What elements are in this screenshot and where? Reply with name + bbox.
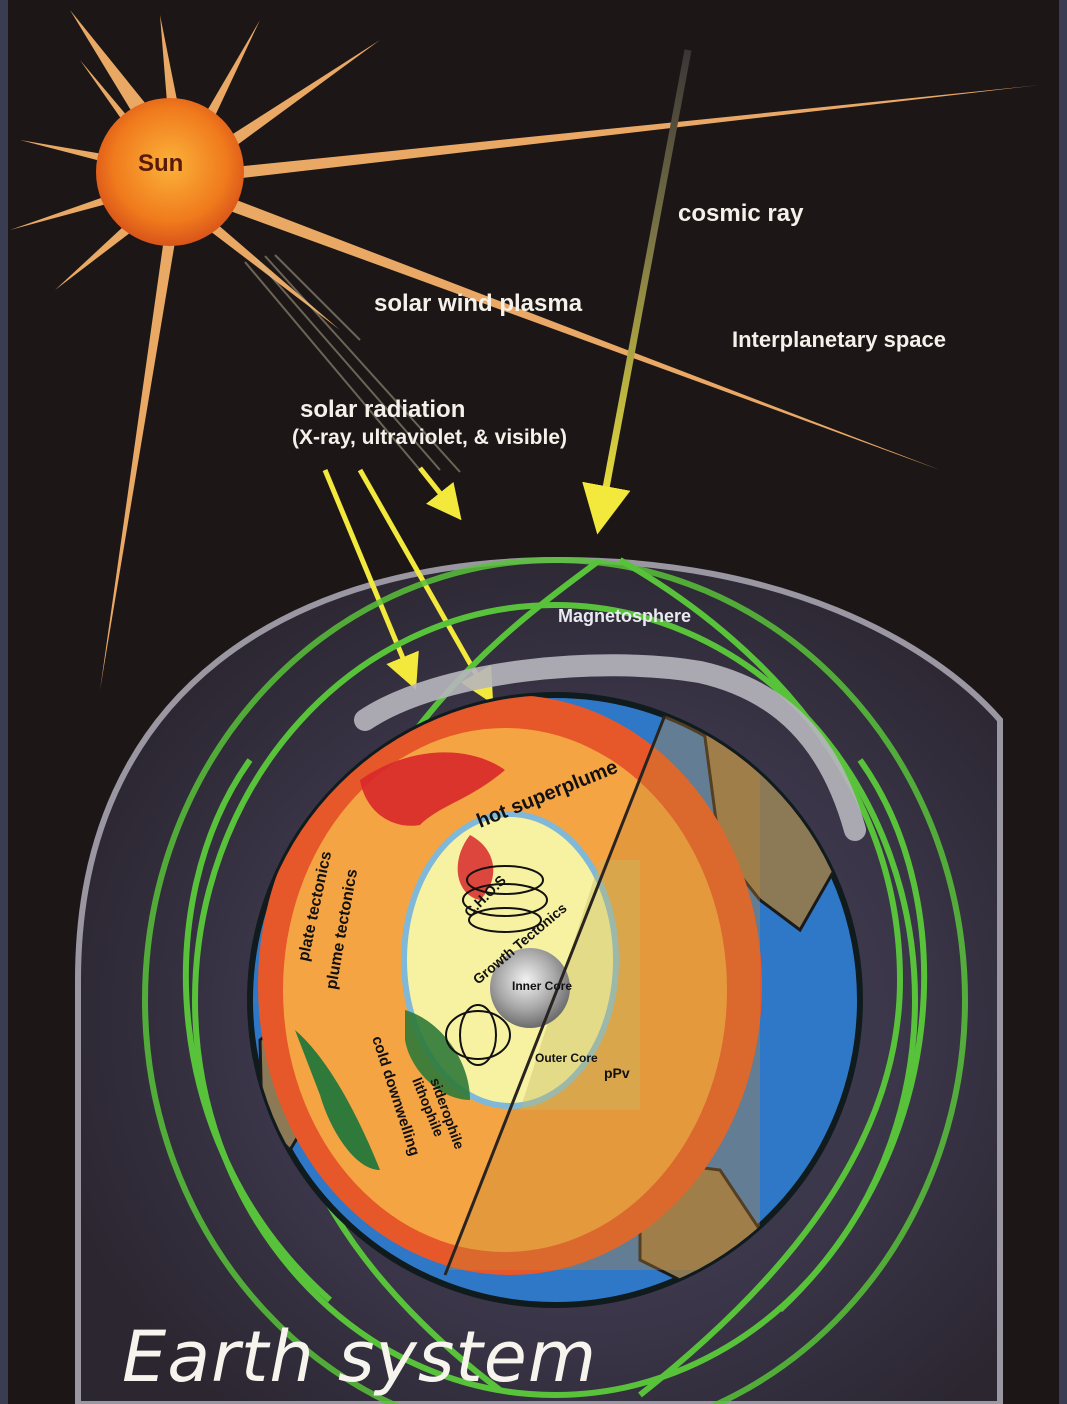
solar-radiation-label: solar radiation: [300, 396, 466, 423]
ppv-label: pPv: [604, 1065, 630, 1081]
right-border: [1059, 0, 1067, 1404]
page-title: Earth system: [122, 1316, 598, 1398]
cold-downwelling: [295, 1030, 380, 1170]
inner-core-label: Inner Core: [512, 979, 572, 993]
hot-superplume: [360, 752, 505, 826]
outer-core-label: Outer Core: [535, 1051, 598, 1065]
earth-cutaway: [258, 695, 762, 1276]
left-border: [0, 0, 8, 1404]
magnetosphere-label: Magnetosphere: [558, 606, 692, 626]
solar-wind-label: solar wind plasma: [374, 290, 583, 317]
sun: [96, 98, 244, 246]
cosmic-ray-label: cosmic ray: [678, 200, 804, 227]
cloud-band: [354, 654, 866, 841]
cosmic-ray: [582, 49, 692, 535]
sun-label: Sun: [138, 150, 184, 177]
solar-radiation-detail: (X-ray, ultraviolet, & visible): [292, 426, 568, 449]
radiation-streaks: [244, 254, 461, 473]
interplanetary-label: Interplanetary space: [732, 327, 946, 352]
